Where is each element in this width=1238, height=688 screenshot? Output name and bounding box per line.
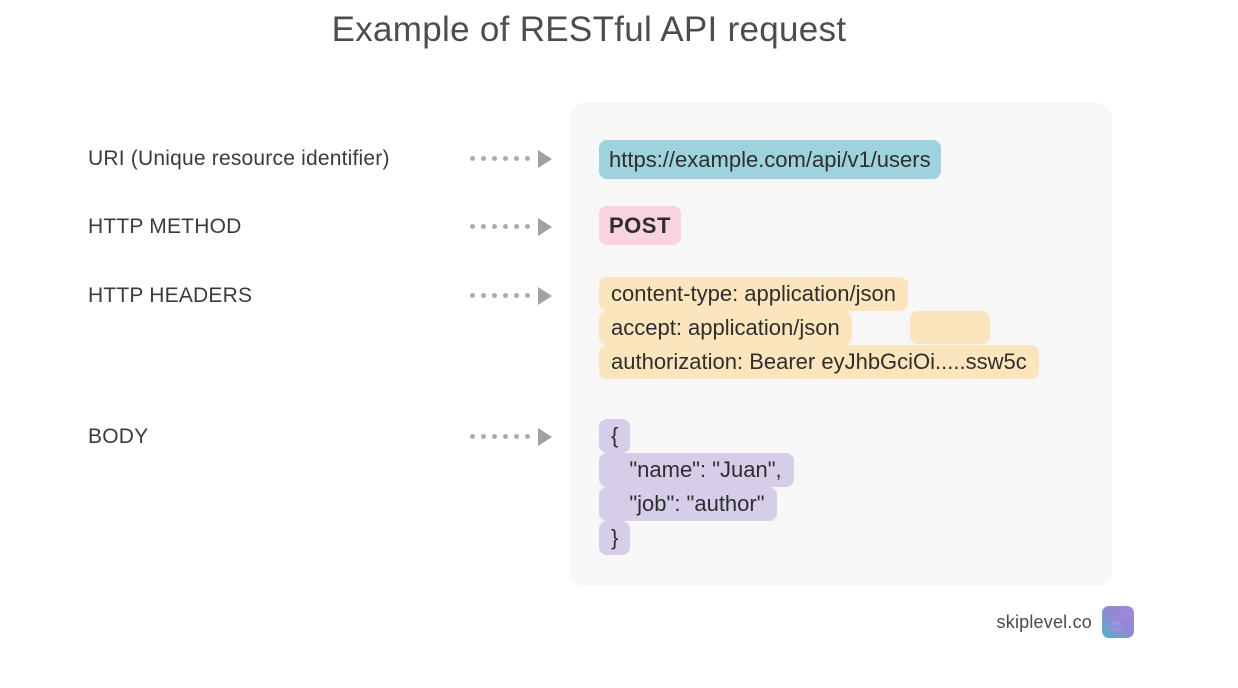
arrow-dot xyxy=(492,224,497,229)
arrow-dot xyxy=(481,434,486,439)
arrow-head-icon xyxy=(538,286,552,305)
header-line: accept: application/json xyxy=(599,311,852,345)
arrow-dot xyxy=(470,224,475,229)
arrow-dot xyxy=(492,293,497,298)
arrow-dot xyxy=(525,156,530,161)
body-line: } xyxy=(599,521,631,555)
http-headers-value: content-type: application/json accept: a… xyxy=(599,277,1039,379)
arrow-dot xyxy=(514,224,519,229)
dotted-arrow-icon xyxy=(470,207,552,246)
arrow-dot xyxy=(503,224,508,229)
body-label: BODY xyxy=(88,424,149,448)
arrow-dot xyxy=(503,434,508,439)
dotted-arrow-icon xyxy=(470,417,552,456)
arrow-dot xyxy=(481,156,486,161)
body-line: "name": "Juan", xyxy=(599,453,794,487)
arrow-dot xyxy=(470,434,475,439)
arrow-dot xyxy=(470,156,475,161)
arrow-dot xyxy=(503,293,508,298)
arrow-dot xyxy=(492,156,497,161)
arrow-dot xyxy=(492,434,497,439)
arrow-dot xyxy=(514,156,519,161)
arrow-dot xyxy=(514,293,519,298)
body-value: { "name": "Juan", "job": "author" } xyxy=(599,419,794,555)
row-http-headers: HTTP HEADERS xyxy=(88,276,552,315)
body-line: "job": "author" xyxy=(599,487,777,521)
logo-bar xyxy=(1111,621,1120,625)
header-line: content-type: application/json xyxy=(599,277,908,311)
skiplevel-logo-icon xyxy=(1102,606,1134,638)
page-title: Example of RESTful API request xyxy=(331,10,847,49)
arrow-dot xyxy=(525,434,530,439)
arrow-dot xyxy=(503,156,508,161)
arrow-head-icon xyxy=(538,217,552,236)
arrow-head-icon xyxy=(538,427,552,446)
http-headers-label: HTTP HEADERS xyxy=(88,283,253,307)
uri-label: URI (Unique resource identifier) xyxy=(88,146,390,170)
arrow-dot xyxy=(470,293,475,298)
http-method-value: POST xyxy=(599,206,681,245)
arrow-dot xyxy=(525,293,530,298)
header-line: authorization: Bearer eyJhbGciOi.....ssw… xyxy=(599,345,1039,379)
arrow-dot xyxy=(525,224,530,229)
row-http-method: HTTP METHOD xyxy=(88,207,552,246)
arrow-dot xyxy=(481,224,486,229)
uri-value: https://example.com/api/v1/users xyxy=(599,140,941,179)
arrow-dot xyxy=(481,293,486,298)
logo-bar xyxy=(1115,615,1128,619)
row-uri: URI (Unique resource identifier) xyxy=(88,139,552,178)
brand-footer: skiplevel.co xyxy=(997,604,1134,640)
arrow-head-icon xyxy=(538,149,552,168)
http-method-label: HTTP METHOD xyxy=(88,214,242,238)
body-line: { xyxy=(599,419,631,453)
dotted-arrow-icon xyxy=(470,139,552,178)
highlight-notch xyxy=(910,311,990,344)
dotted-arrow-icon xyxy=(470,276,552,315)
logo-bar xyxy=(1108,627,1125,631)
arrow-dot xyxy=(514,434,519,439)
brand-name: skiplevel.co xyxy=(996,611,1092,632)
row-body: BODY xyxy=(88,417,552,456)
